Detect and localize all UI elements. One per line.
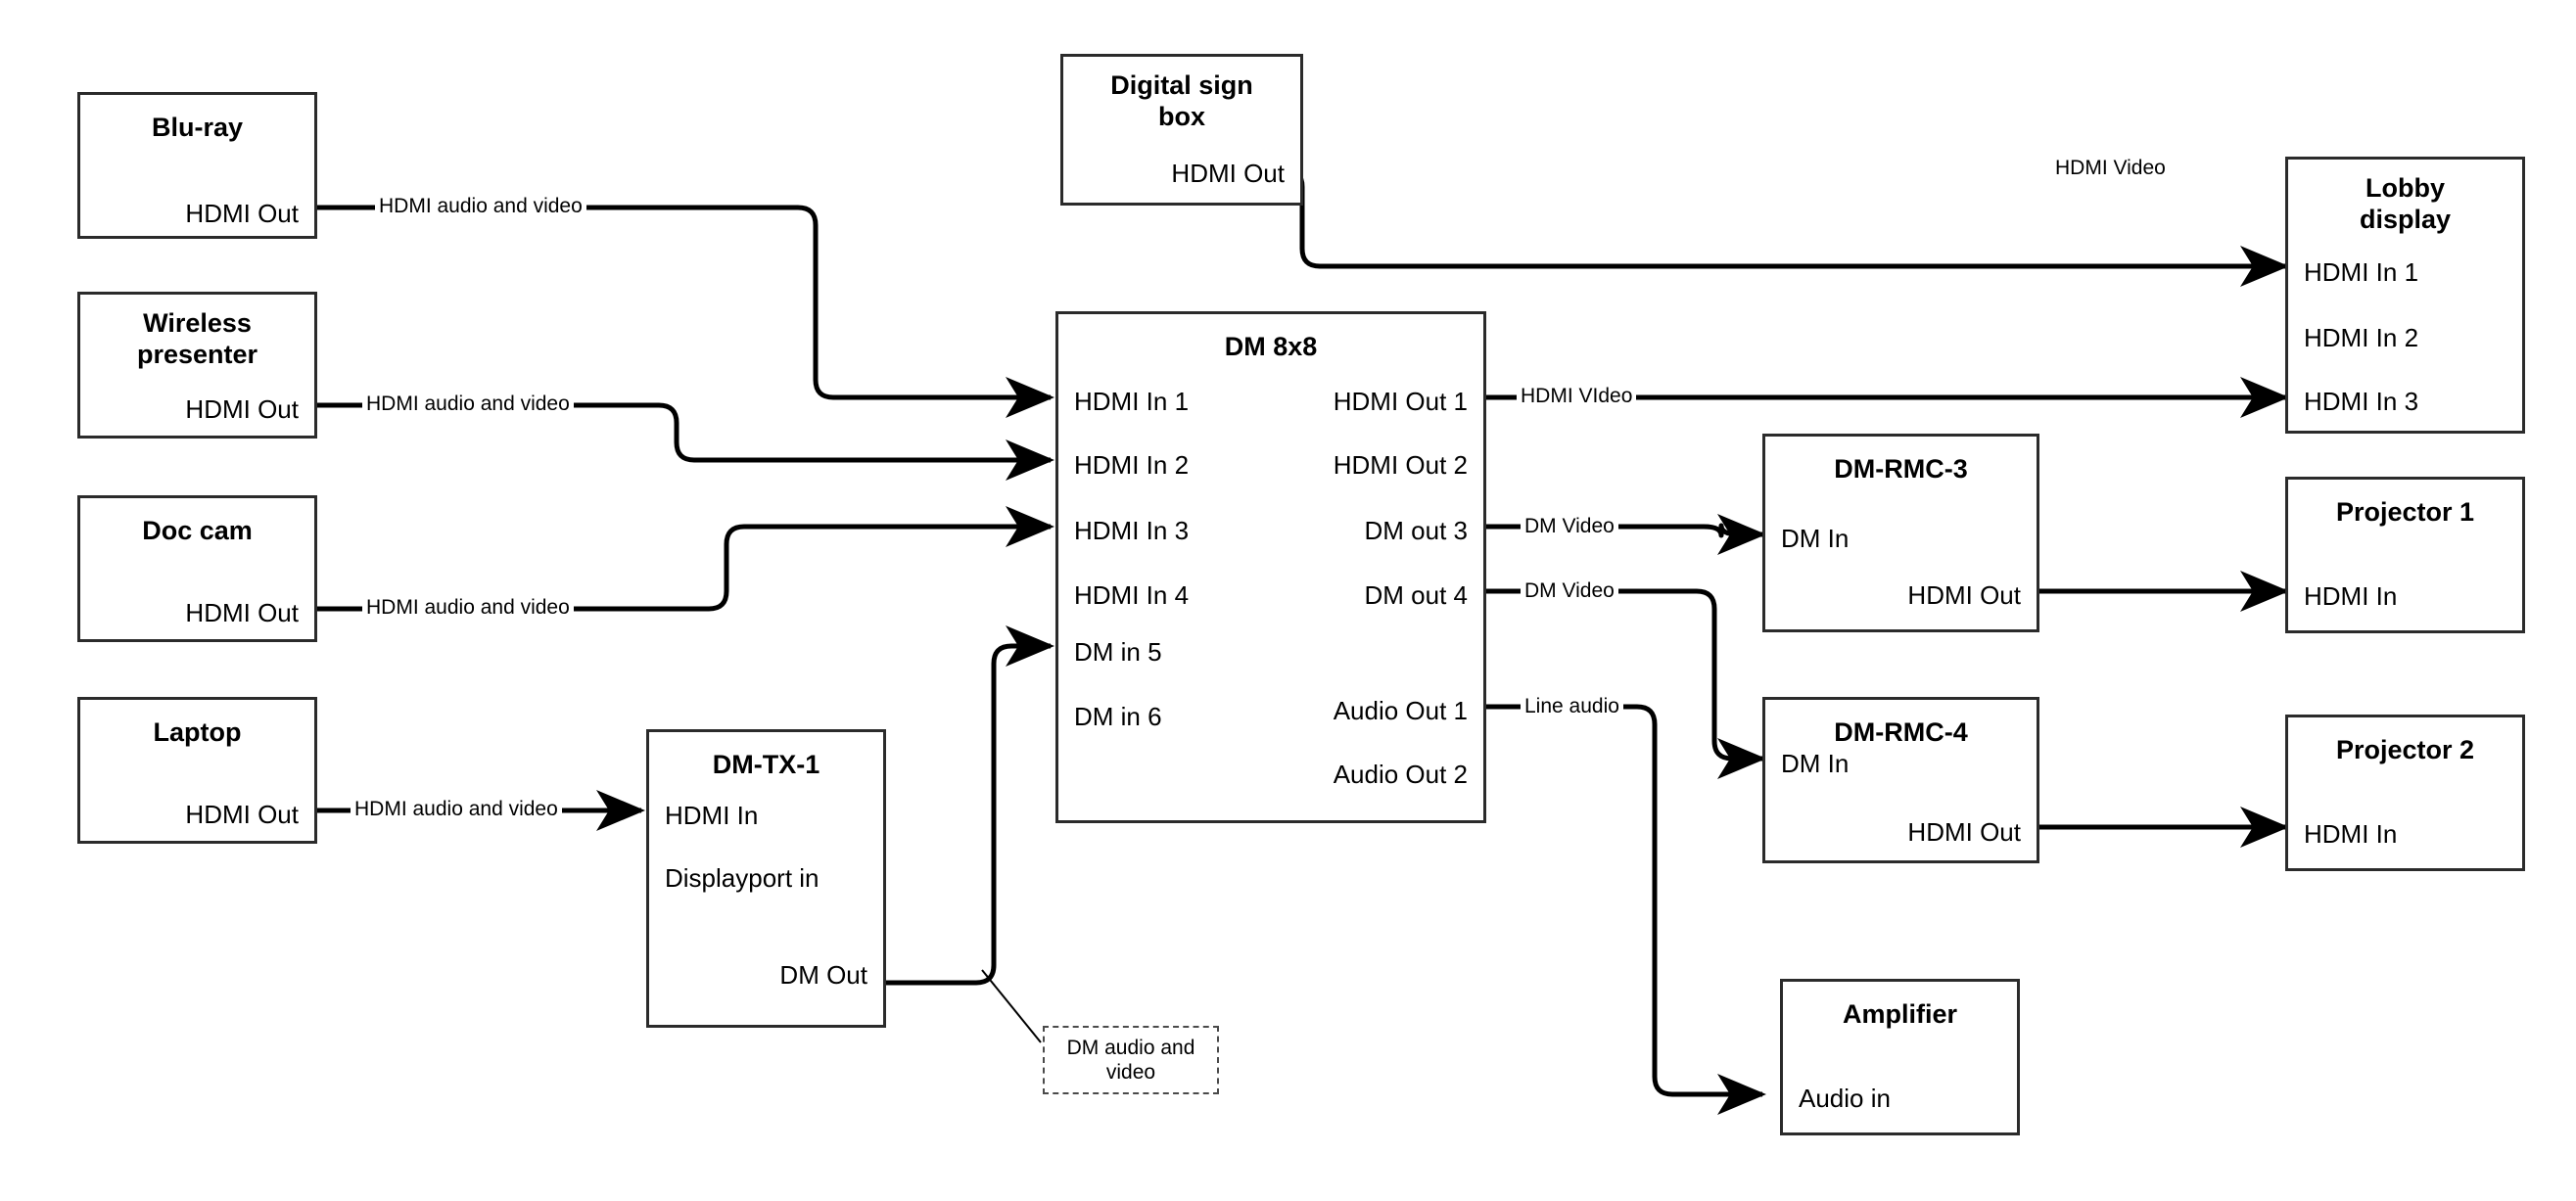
node-projector-2-title: Projector 2 — [2335, 735, 2475, 764]
node-laptop-title: Laptop — [153, 717, 242, 747]
node-lobby-display-input-hdmi-in-1: HDMI In 1 — [2304, 257, 2419, 287]
node-doc-cam-port-hdmi-out: HDMI Out — [185, 598, 299, 627]
callout-leader-line — [981, 969, 1042, 1043]
node-amplifier[interactable]: Amplifier Audio in — [1780, 979, 2020, 1135]
node-dm-rmc-3[interactable]: DM-RMC-3 DM In HDMI Out — [1762, 434, 2039, 632]
node-projector-2-port-hdmi-in: HDMI In — [2304, 819, 2398, 849]
wire-label-sign-to-lobby: HDMI Video — [2051, 158, 2170, 178]
node-projector-1-port-hdmi-in: HDMI In — [2304, 581, 2398, 611]
wire-label-dmout4-to-rmc4: DM Video — [1521, 580, 1618, 601]
node-dm-rmc-4-title: DM-RMC-4 — [1834, 717, 1968, 747]
node-amplifier-port-audio-in: Audio in — [1799, 1084, 1891, 1113]
wire-label-dmout3-to-rmc3: DM Video — [1521, 516, 1618, 536]
node-doc-cam-title: Doc cam — [142, 516, 253, 545]
node-projector-1-title: Projector 1 — [2335, 497, 2475, 527]
node-lobby-display-title-line2: display — [2359, 205, 2452, 234]
wire-sign-to-lobby-visible — [1214, 169, 2285, 267]
node-laptop[interactable]: Laptop HDMI Out — [77, 697, 317, 844]
node-dm-rmc-3-title: DM-RMC-3 — [1834, 454, 1968, 484]
wire-sign-to-lobby — [1214, 169, 2285, 267]
node-bluray[interactable]: Blu-ray HDMI Out — [77, 92, 317, 239]
node-wireless-presenter-port-hdmi-out: HDMI Out — [185, 394, 299, 424]
node-projector-2[interactable]: Projector 2 HDMI In — [2285, 715, 2525, 871]
node-dm-8x8-output-dm-out-3: DM out 3 — [1364, 516, 1469, 545]
node-dm-8x8-output-audio-out-2: Audio Out 2 — [1333, 760, 1468, 789]
node-dm-rmc-3-port-hdmi-out: HDMI Out — [1907, 580, 2021, 610]
node-laptop-port-hdmi-out: HDMI Out — [185, 800, 299, 829]
node-lobby-display-title-line1: Lobby — [2365, 173, 2445, 203]
node-dm-tx-1-title: DM-TX-1 — [712, 750, 820, 779]
node-digital-sign-box-port-hdmi-out: HDMI Out — [1171, 159, 1285, 188]
wire-bluray-to-dm8x8 — [317, 205, 1055, 419]
node-dm-8x8-input-hdmi-in-3: HDMI In 3 — [1074, 516, 1190, 545]
node-dm-8x8-input-hdmi-in-4: HDMI In 4 — [1074, 580, 1190, 610]
wire-label-audioout1-to-amp: Line audio — [1521, 696, 1623, 716]
node-dm-tx-1-port-displayport-in: Displayport in — [665, 863, 820, 893]
node-dm-8x8-input-dm-in-5: DM in 5 — [1074, 637, 1162, 667]
node-lobby-display[interactable]: Lobby display HDMI In 1 HDMI In 2 HDMI I… — [2285, 157, 2525, 434]
node-projector-1[interactable]: Projector 1 HDMI In — [2285, 477, 2525, 633]
node-dm-8x8[interactable]: DM 8x8 HDMI In 1 HDMI In 2 HDMI In 3 HDM… — [1055, 311, 1486, 823]
node-lobby-display-input-hdmi-in-2: HDMI In 2 — [2304, 323, 2419, 352]
node-dm-8x8-title: DM 8x8 — [1224, 332, 1318, 361]
callout-dm-audio-and-video: DM audio and video — [1043, 1026, 1219, 1094]
node-dm-rmc-4[interactable]: DM-RMC-4 DM In HDMI Out — [1762, 697, 2039, 863]
node-dm-8x8-output-audio-out-1: Audio Out 1 — [1333, 696, 1468, 725]
wire-label-doccam-to-dm8x8: HDMI audio and video — [362, 597, 574, 618]
node-dm-8x8-output-hdmi-out-2: HDMI Out 2 — [1333, 450, 1468, 480]
wire-label-wireless-to-dm8x8: HDMI audio and video — [362, 393, 574, 414]
wire-label-hdmiout1-to-lobby: HDMI VIdeo — [1517, 386, 1637, 406]
node-dm-8x8-input-hdmi-in-2: HDMI In 2 — [1074, 450, 1190, 480]
node-digital-sign-box-title-line1: Digital sign — [1110, 70, 1253, 100]
node-dm-8x8-input-hdmi-in-1: HDMI In 1 — [1074, 387, 1190, 416]
node-dm-rmc-4-port-hdmi-out: HDMI Out — [1907, 817, 2021, 847]
node-dm-8x8-output-dm-out-4: DM out 4 — [1364, 580, 1469, 610]
node-dm-8x8-input-dm-in-6: DM in 6 — [1074, 702, 1162, 731]
wire-dmtx1-to-dm8x8 — [886, 625, 1055, 986]
node-amplifier-title: Amplifier — [1842, 999, 1958, 1029]
wire-audioout1-to-amp — [1486, 704, 1767, 1116]
node-dm-tx-1[interactable]: DM-TX-1 HDMI In Displayport in DM Out — [646, 729, 886, 1028]
wire-sign-to-lobby-draw — [1214, 166, 2290, 288]
node-dm-8x8-output-hdmi-out-1: HDMI Out 1 — [1333, 387, 1468, 416]
node-dm-tx-1-port-hdmi-in: HDMI In — [665, 801, 759, 830]
wire-label-bluray-to-dm8x8: HDMI audio and video — [375, 196, 586, 216]
callout-dm-audio-and-video-text: DM audio and video — [1066, 1036, 1195, 1084]
node-wireless-presenter-title-line2: presenter — [136, 340, 258, 369]
node-bluray-title: Blu-ray — [151, 113, 244, 142]
node-dm-rmc-4-port-dm-in: DM In — [1781, 749, 1850, 778]
node-wireless-presenter[interactable]: Wireless presenter HDMI Out — [77, 292, 317, 439]
wire-label-laptop-to-dmtx1: HDMI audio and video — [351, 799, 562, 819]
node-digital-sign-box[interactable]: Digital sign box HDMI Out — [1060, 54, 1303, 206]
node-bluray-port-hdmi-out: HDMI Out — [185, 199, 299, 228]
node-dm-rmc-3-port-dm-in: DM In — [1781, 524, 1850, 553]
node-digital-sign-box-title-line2: box — [1157, 102, 1205, 131]
node-lobby-display-input-hdmi-in-3: HDMI In 3 — [2304, 387, 2419, 416]
wire-dmout4-to-rmc4 — [1486, 588, 1767, 780]
node-dm-tx-1-port-dm-out: DM Out — [779, 960, 867, 990]
node-wireless-presenter-title-line1: Wireless — [143, 308, 252, 338]
node-doc-cam[interactable]: Doc cam HDMI Out — [77, 495, 317, 642]
